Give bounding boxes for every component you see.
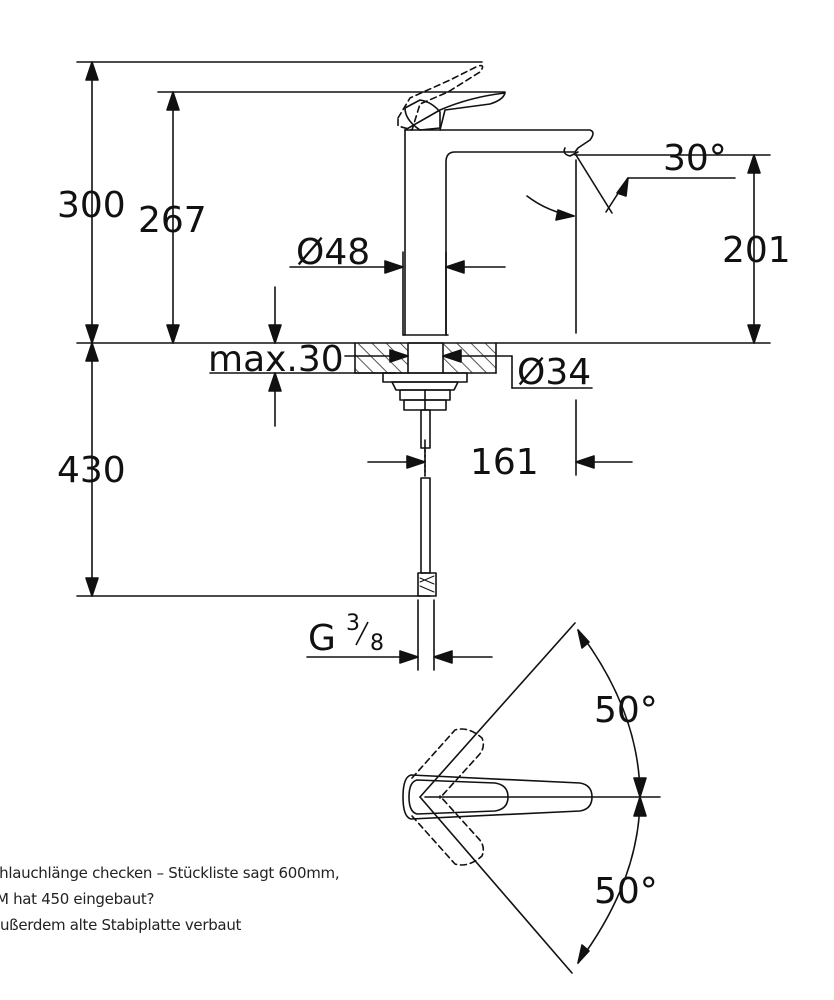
dim-angle-30 xyxy=(526,154,736,221)
faucet-side-view xyxy=(382,64,594,597)
annotation-note-1: Schlauchlänge checken – Stückliste sagt … xyxy=(0,864,340,882)
dim-161-label: 161 xyxy=(470,442,539,483)
dim-thread-label: G xyxy=(308,618,336,659)
annotation-note-2: AM hat 450 eingebaut? xyxy=(0,890,155,908)
dim-50deg-top-label: 50° xyxy=(594,690,658,731)
dim-50deg-bottom-label: 50° xyxy=(594,871,658,912)
dim-thread-num: 3 xyxy=(346,611,360,636)
dim-430 xyxy=(85,342,99,597)
dim-430-label: 430 xyxy=(57,450,126,491)
dim-30deg-label: 30° xyxy=(663,138,727,179)
dim-267-label: 267 xyxy=(138,200,207,241)
dim-201-label: 201 xyxy=(722,230,791,271)
dim-300 xyxy=(85,61,99,344)
dim-d48-label: Ø48 xyxy=(296,232,370,273)
dim-161 xyxy=(367,455,633,469)
dim-300-label: 300 xyxy=(57,185,126,226)
annotation-note-3: Außerdem alte Stabiplatte verbaut xyxy=(0,916,242,934)
deck-section xyxy=(354,342,497,374)
dim-thread xyxy=(306,599,493,671)
faucet-top-view xyxy=(402,622,661,974)
dim-thread-slash xyxy=(355,621,369,646)
dim-d34-label: Ø34 xyxy=(517,352,591,393)
dim-201 xyxy=(747,154,761,344)
dim-max30-label: max.30 xyxy=(208,339,344,380)
dim-267 xyxy=(166,91,180,344)
dim-thread-den: 8 xyxy=(370,631,384,656)
